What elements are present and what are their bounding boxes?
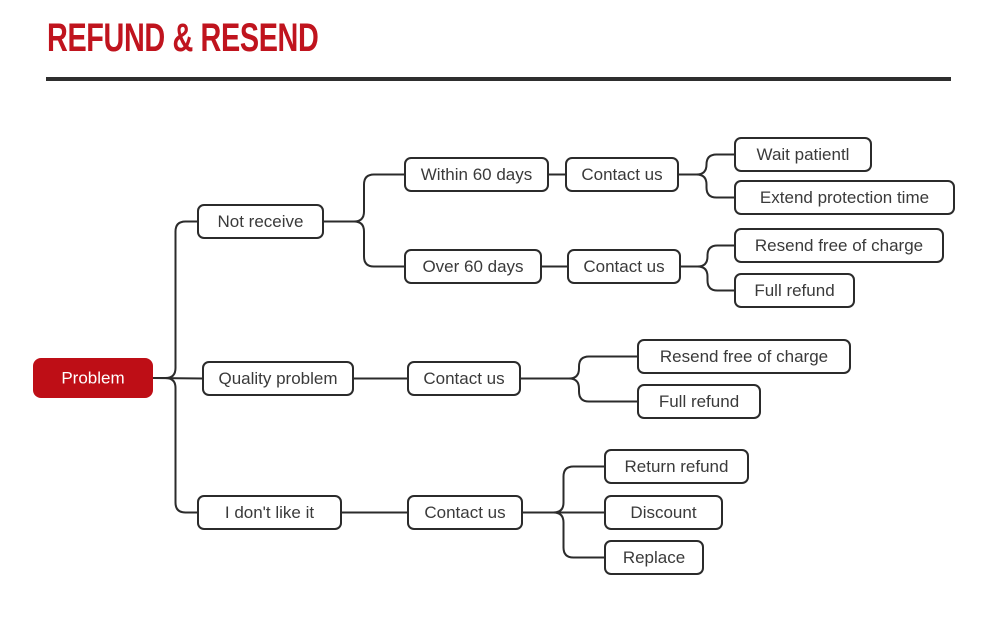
node-box-n3a1[interactable] [604, 449, 749, 484]
node-label-n1: Not receive [218, 212, 304, 231]
node-box-n2[interactable] [202, 361, 354, 396]
node-box-n1b1[interactable] [567, 249, 681, 284]
node-box-n1b1b[interactable] [734, 273, 855, 308]
node-label-n1a1a: Wait patientl [757, 145, 850, 164]
node-label-n2a2: Full refund [659, 392, 739, 411]
node-label-n3a: Contact us [424, 503, 505, 522]
node-box-n1b[interactable] [404, 249, 542, 284]
title-divider [46, 77, 951, 81]
node-n2a2[interactable]: Full refund [637, 384, 761, 419]
node-n1a[interactable]: Within 60 days [404, 157, 549, 192]
connector-n1-to-n1a [322, 173, 406, 223]
node-n1b[interactable]: Over 60 days [404, 249, 542, 284]
node-label-n1a1b: Extend protection time [760, 188, 929, 207]
node-box-n1[interactable] [197, 204, 324, 239]
connector-n1a1-to-n1a1a [677, 153, 736, 176]
node-n3a3[interactable]: Replace [604, 540, 704, 575]
connector-root-to-n3 [152, 377, 199, 514]
node-box-n1a1[interactable] [565, 157, 679, 192]
node-label-n1a1: Contact us [581, 165, 662, 184]
connector-n1b1-to-n1b1b [679, 265, 736, 292]
node-label-n3: I don't like it [225, 503, 315, 522]
connector-n2a-to-n2a1 [519, 355, 639, 380]
connector-n2a-to-n2a2 [519, 377, 639, 403]
node-root[interactable]: Problem [33, 358, 153, 398]
node-n3a2[interactable]: Discount [604, 495, 723, 530]
node-n3a1[interactable]: Return refund [604, 449, 749, 484]
connector-n3a-to-n3a3 [521, 511, 606, 559]
node-label-n1b1b: Full refund [754, 281, 834, 300]
node-label-n1a: Within 60 days [421, 165, 533, 184]
node-box-n2a[interactable] [407, 361, 521, 396]
node-label-n2a1: Resend free of charge [660, 347, 828, 366]
node-label-n1b1a: Resend free of charge [755, 236, 923, 255]
node-box-n1a1b[interactable] [734, 180, 955, 215]
node-box-n3a[interactable] [407, 495, 523, 530]
connector-n1-to-n1b [322, 220, 406, 268]
node-n1a1[interactable]: Contact us [565, 157, 679, 192]
page-title: REFUND & RESEND [47, 16, 319, 60]
node-box-n1a1a[interactable] [734, 137, 872, 172]
node-box-n3a2[interactable] [604, 495, 723, 530]
node-box-n1a[interactable] [404, 157, 549, 192]
connector-n1a1-to-n1a1b [677, 173, 736, 199]
node-box-n2a2[interactable] [637, 384, 761, 419]
node-n1b1b[interactable]: Full refund [734, 273, 855, 308]
node-n1[interactable]: Not receive [197, 204, 324, 239]
node-label-n3a1: Return refund [625, 457, 729, 476]
connector-root-to-n1 [152, 220, 199, 379]
connector-n1b1-to-n1b1a [679, 244, 736, 268]
connector-n3a-to-n3a1 [521, 465, 606, 514]
node-n2a1[interactable]: Resend free of charge [637, 339, 851, 374]
node-label-n2a: Contact us [423, 369, 504, 388]
node-box-root[interactable] [33, 358, 153, 398]
node-box-n1b1a[interactable] [734, 228, 944, 263]
node-n3[interactable]: I don't like it [197, 495, 342, 530]
node-label-n3a2: Discount [630, 503, 696, 522]
node-n1a1b[interactable]: Extend protection time [734, 180, 955, 215]
node-n2[interactable]: Quality problem [202, 361, 354, 396]
node-label-n1b: Over 60 days [422, 257, 523, 276]
node-label-n3a3: Replace [623, 548, 685, 567]
connector-layer [152, 153, 736, 559]
node-n2a[interactable]: Contact us [407, 361, 521, 396]
node-n1a1a[interactable]: Wait patientl [734, 137, 872, 172]
node-label-n1b1: Contact us [583, 257, 664, 276]
node-label-root: Problem [61, 368, 124, 387]
node-box-n3[interactable] [197, 495, 342, 530]
node-n1b1[interactable]: Contact us [567, 249, 681, 284]
node-label-n2: Quality problem [218, 369, 337, 388]
node-n3a[interactable]: Contact us [407, 495, 523, 530]
node-box-n3a3[interactable] [604, 540, 704, 575]
node-n1b1a[interactable]: Resend free of charge [734, 228, 944, 263]
node-box-n2a1[interactable] [637, 339, 851, 374]
